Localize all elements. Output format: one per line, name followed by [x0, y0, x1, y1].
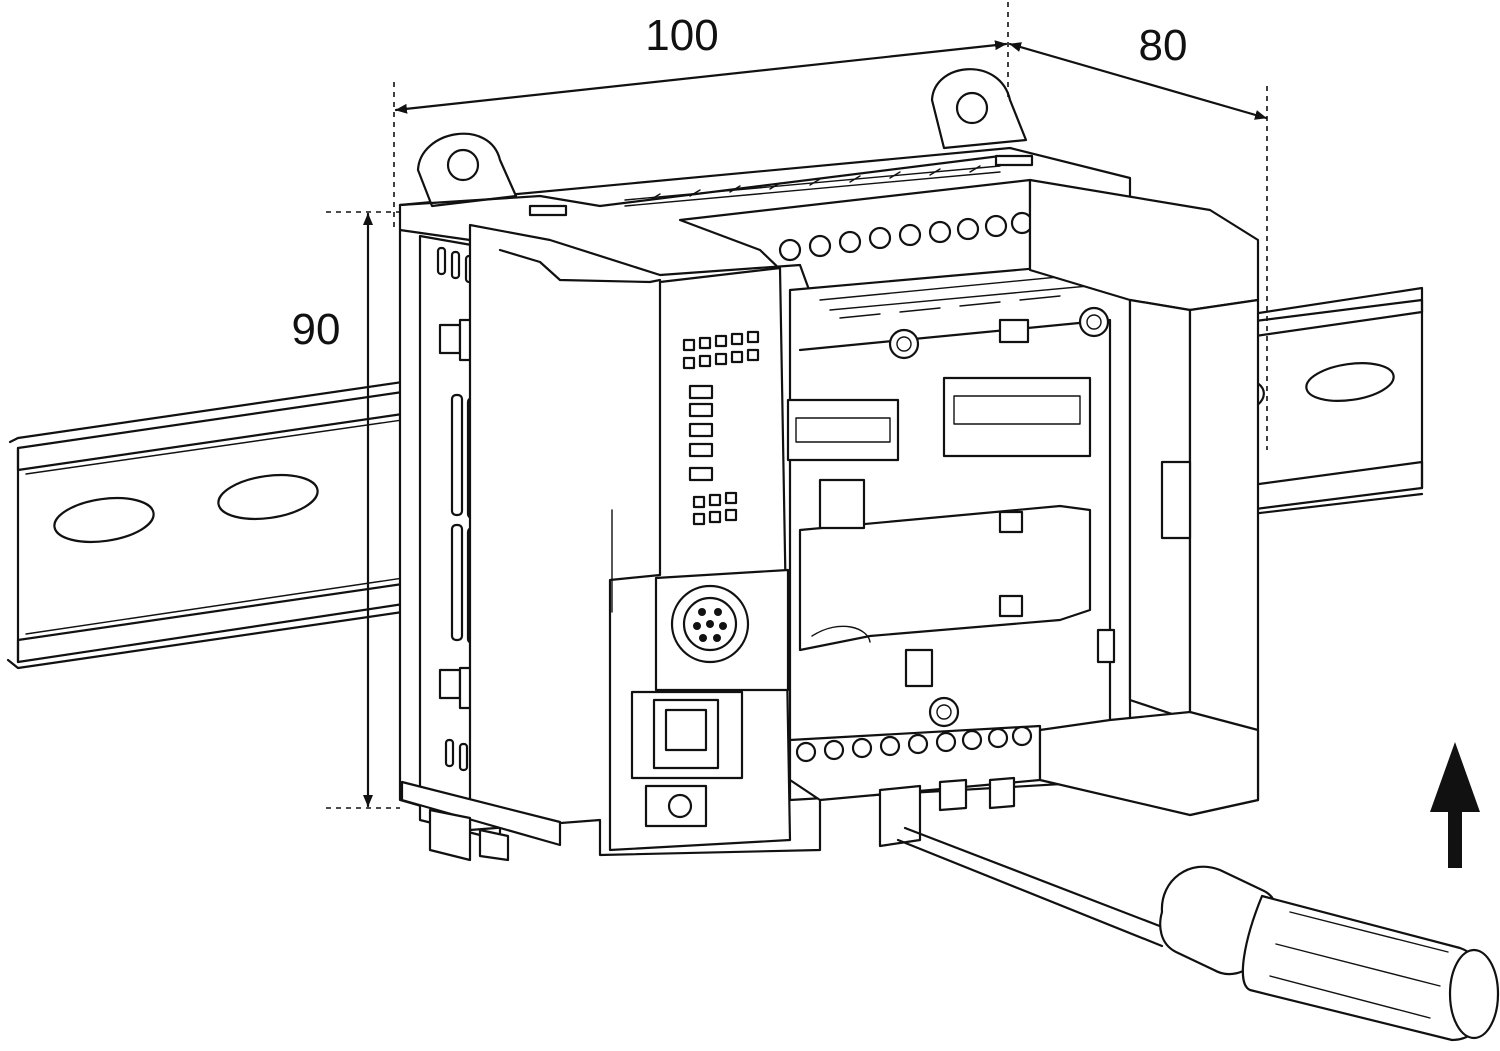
depth-dimension-label: 80 [1139, 21, 1188, 70]
arrow-up-icon [1430, 742, 1480, 868]
screwdriver-icon [896, 826, 1500, 1042]
dimension-lines [326, 2, 1268, 809]
height-dimension-label: 90 [292, 305, 341, 354]
din-rail-icon [6, 286, 1424, 670]
width-dimension-label: 100 [645, 11, 718, 60]
plc-module-icon [398, 68, 1260, 862]
